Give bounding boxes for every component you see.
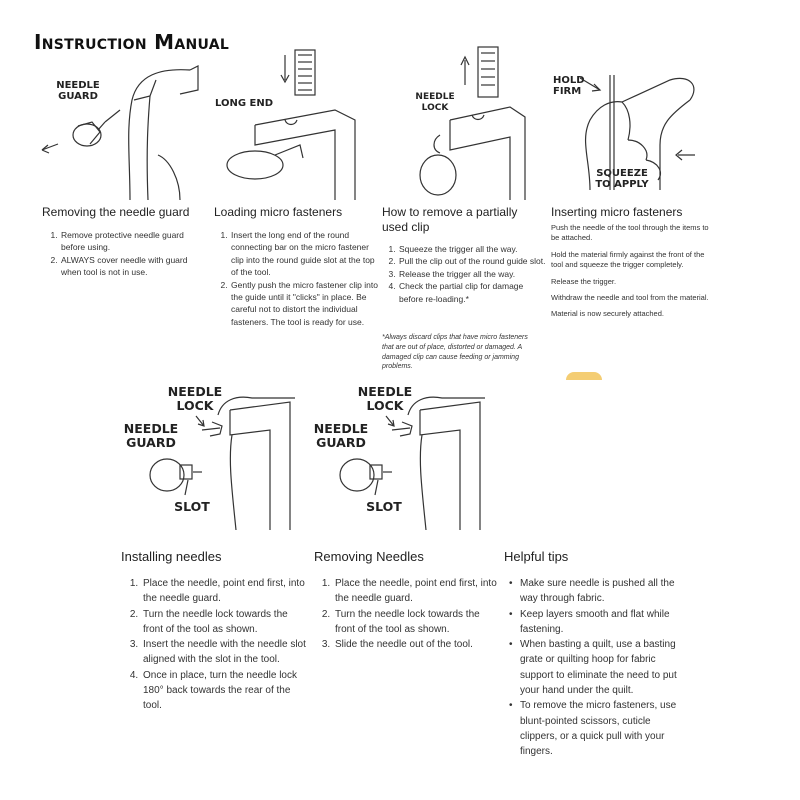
- list-item: Squeeze the trigger all the way.: [398, 243, 548, 255]
- partial-clip-heading: How to remove a partially used clip: [382, 205, 518, 234]
- list-item: Make sure needle is pushed all the way t…: [518, 576, 690, 607]
- removing-needle-diagram: [339, 396, 485, 531]
- loading-heading: Loading micro fasteners: [214, 205, 343, 219]
- needle-lock-label-top: NEEDLE LOCK: [415, 92, 455, 113]
- needle-guard-label: NEEDLE GUARD: [313, 421, 369, 450]
- slot-label: SLOT: [366, 499, 402, 514]
- manual-title: Instruction Manual: [34, 30, 230, 54]
- tips-heading: Helpful tips: [504, 549, 569, 564]
- installing-needle-diagram: [149, 396, 295, 531]
- list-item: Release the trigger all the way.: [398, 268, 548, 280]
- needle-guard-label: NEEDLE GUARD: [56, 80, 100, 102]
- list-item: Place the needle, point end first, into …: [141, 576, 309, 607]
- hold-firm-label: HOLD FIRM: [553, 75, 585, 97]
- installing-heading: Installing needles: [121, 549, 222, 564]
- paragraph: Push the needle of the tool through the …: [551, 223, 709, 243]
- list-item: Pull the clip out of the round guide slo…: [398, 255, 548, 267]
- paragraph: Material is now securely attached.: [551, 309, 664, 319]
- paragraph: Hold the material firmly against the fro…: [551, 249, 705, 270]
- slot-label: SLOT: [174, 499, 210, 514]
- partial-clip-steps: Squeeze the trigger all the way. Pull th…: [382, 243, 548, 305]
- list-item: ALWAYS cover needle with guard when tool…: [60, 254, 210, 279]
- removing-guard-steps: Remove protective needle guard before us…: [44, 229, 210, 279]
- removing-needles-heading: Removing Needles: [314, 549, 424, 564]
- partial-clip-illustration: [419, 46, 526, 200]
- paragraph: Withdraw the needle and tool from the ma…: [551, 293, 709, 303]
- list-item: Keep layers smooth and flat while fasten…: [518, 607, 690, 638]
- list-item: Turn the needle lock towards the front o…: [333, 607, 501, 638]
- list-item: To remove the micro fasteners, use blunt…: [518, 698, 690, 759]
- needle-lock-label: NEEDLE LOCK: [167, 384, 223, 413]
- loading-steps: Insert the long end of the round connect…: [214, 229, 378, 328]
- list-item: When basting a quilt, use a basting grat…: [518, 637, 690, 698]
- list-item: Once in place, turn the needle lock 180°…: [141, 668, 309, 714]
- removing-needles-steps: Place the needle, point end first, into …: [315, 576, 501, 652]
- removing-guard-illustration: [41, 65, 199, 201]
- partial-clip-note: *Always discard clips that have micro fa…: [382, 334, 528, 371]
- squeeze-label: SQUEEZE TO APPLY: [595, 168, 649, 190]
- loading-illustration: [226, 49, 356, 200]
- tips-list: Make sure needle is pushed all the way t…: [504, 576, 690, 760]
- long-end-label: LONG END: [214, 98, 274, 109]
- list-item: Slide the needle out of the tool.: [333, 637, 501, 652]
- list-item: Turn the needle lock towards the front o…: [141, 607, 309, 638]
- inserting-paragraphs: Push the needle of the tool through the …: [551, 223, 711, 326]
- list-item: Insert the long end of the round connect…: [230, 229, 378, 279]
- inserting-illustration: [579, 75, 695, 191]
- list-item: Insert the needle with the needle slot a…: [141, 637, 309, 668]
- yellow-mark: [566, 372, 602, 380]
- needle-lock-label: NEEDLE LOCK: [357, 384, 413, 413]
- removing-guard-heading: Removing the needle guard: [42, 205, 190, 219]
- list-item: Remove protective needle guard before us…: [60, 229, 210, 254]
- list-item: Gently push the micro fastener clip into…: [230, 279, 378, 329]
- list-item: Place the needle, point end first, into …: [333, 576, 501, 607]
- installing-steps: Place the needle, point end first, into …: [123, 576, 309, 714]
- inserting-heading: Inserting micro fasteners: [551, 205, 683, 219]
- needle-guard-label: NEEDLE GUARD: [123, 421, 179, 450]
- paragraph: Release the trigger.: [551, 276, 617, 286]
- list-item: Check the partial clip for damage before…: [398, 280, 548, 305]
